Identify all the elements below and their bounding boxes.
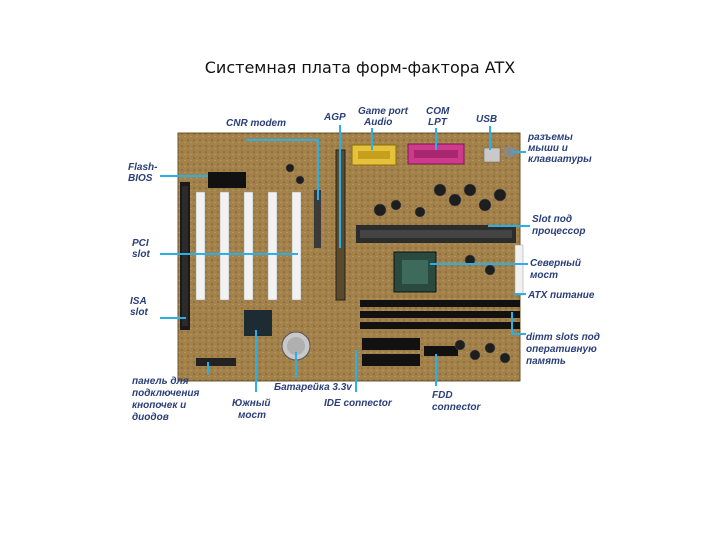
label-usb: USB — [476, 114, 498, 125]
dimm-slots-shape — [360, 300, 520, 329]
page-title: Системная плата форм-фактора ATX — [204, 58, 516, 77]
label-keyboard-3: клавиатуры — [528, 154, 592, 165]
label-game-port: Game port — [358, 106, 409, 117]
label-northbridge-2: мост — [530, 270, 558, 281]
panel-header-shape — [196, 358, 236, 366]
label-flash-2: BIOS — [128, 173, 153, 184]
label-ide-connector: IDE connector — [324, 398, 392, 409]
label-cpu-2: процессор — [532, 226, 586, 237]
label-panel-4: диодов — [132, 412, 169, 423]
atx-power-shape — [514, 244, 524, 296]
label-dimm-2: оперативную — [526, 344, 597, 355]
label-pci-2: slot — [132, 249, 150, 260]
label-keyboard-2: мыши и — [528, 143, 568, 154]
label-panel-3: кнопочек и — [132, 400, 187, 411]
usb-port-shape — [483, 147, 501, 163]
label-atx-power: ATX питание — [528, 290, 595, 301]
label-isa-2: slot — [130, 307, 148, 318]
leader-cnr — [246, 139, 319, 200]
label-cpu-1: Slot под — [532, 214, 573, 225]
cnr-slot-shape — [314, 190, 321, 248]
label-cnr-modem: CNR modem — [226, 118, 287, 129]
leader-lines — [160, 125, 530, 392]
label-battery: Батарейка 3.3v — [274, 382, 352, 393]
label-fdd-1: FDD — [432, 390, 453, 401]
ide-connector-shape — [362, 338, 420, 350]
label-panel-1: панель для — [132, 376, 189, 387]
motherboard-image — [177, 132, 524, 382]
label-pci-1: PCI — [132, 238, 149, 249]
pci-slots-shape — [195, 191, 302, 301]
label-panel-2: подключения — [132, 388, 200, 399]
label-agp: AGP — [324, 112, 346, 123]
label-southbridge-2: мост — [238, 410, 266, 421]
label-southbridge-1: Южный — [232, 398, 271, 409]
fdd-connector-shape — [424, 346, 458, 356]
label-lpt: LPT — [428, 117, 447, 128]
southbridge-shape — [244, 310, 272, 336]
label-dimm-1: dimm slots под — [526, 332, 600, 343]
label-isa-1: ISA — [130, 296, 147, 307]
label-audio: Audio — [364, 117, 393, 128]
label-fdd-2: connector — [432, 402, 481, 413]
ps2-port-shape — [504, 146, 516, 158]
capacitors-shape — [285, 163, 511, 364]
bios-chip-shape — [208, 172, 246, 188]
label-dimm-3: память — [526, 356, 566, 367]
label-northbridge-1: Северный — [530, 258, 581, 269]
label-com: COM — [426, 106, 450, 117]
label-keyboard-1: разъемы — [528, 132, 573, 143]
leader-dimm — [511, 312, 526, 335]
label-flash-1: Flash- — [128, 162, 158, 173]
